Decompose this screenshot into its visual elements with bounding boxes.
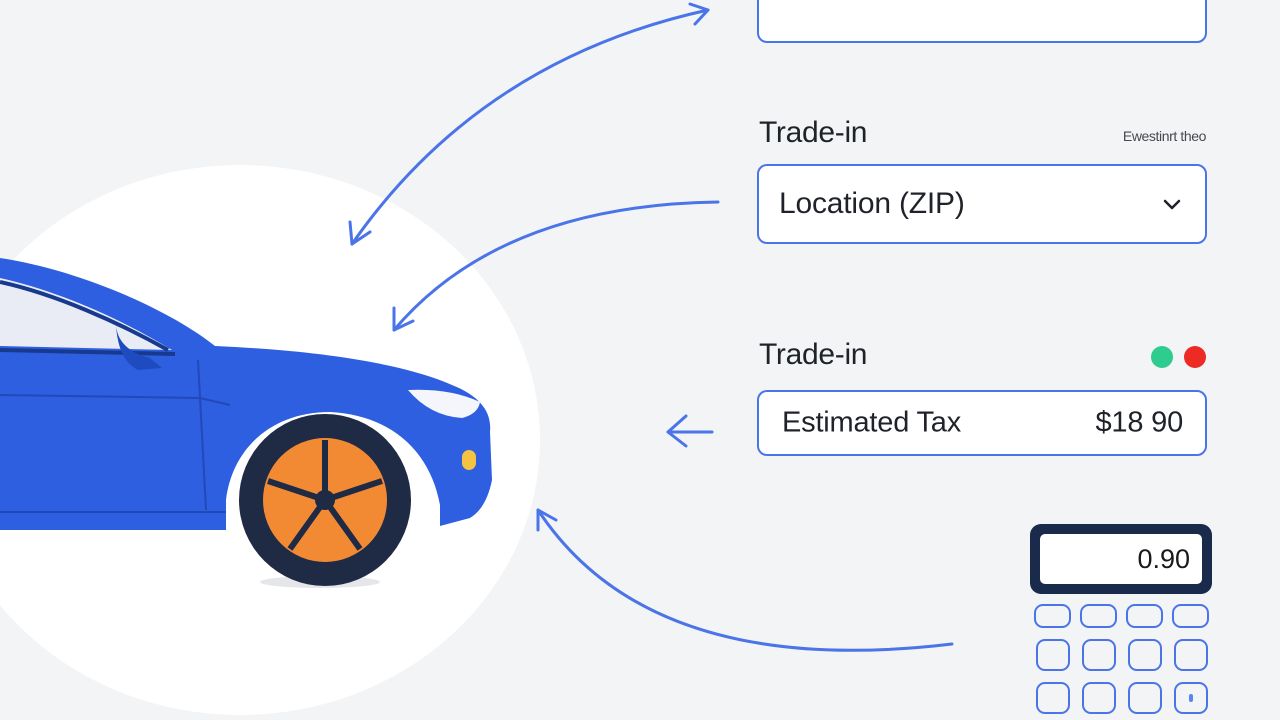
arrow-top-curve [350, 8, 710, 246]
calculator-key[interactable] [1080, 604, 1117, 628]
wheel-hub [315, 490, 335, 510]
arrow-tax-head [666, 414, 688, 448]
calculator-key[interactable] [1172, 604, 1209, 628]
calculator-key[interactable] [1174, 639, 1208, 671]
arrow-top-head-down [348, 220, 372, 246]
body-crease [0, 394, 231, 406]
estimated-tax-field[interactable]: Estimated Tax $18 90 [757, 390, 1207, 456]
calculator-key[interactable] [1036, 682, 1070, 714]
trade-in-heading-secondary: Trade-in [759, 338, 868, 371]
calculator-key[interactable] [1082, 682, 1116, 714]
side-mirror [116, 325, 162, 370]
location-zip-select[interactable]: Location (ZIP) [757, 164, 1207, 244]
window-sill [0, 348, 176, 356]
arrow-calculator-curve [536, 508, 954, 652]
trade-in-heading: Trade-in [759, 116, 868, 149]
turn-signal [462, 450, 476, 470]
calculator-key[interactable] [1128, 682, 1162, 714]
section-hint-text: Ewestinrt theo [1122, 128, 1207, 144]
headlight [408, 389, 480, 418]
calculator-display: 0.90 [1040, 534, 1202, 584]
estimated-tax-value: $18 90 [1095, 406, 1184, 439]
calculator-key[interactable] [1082, 639, 1116, 671]
chevron-down-icon[interactable] [1161, 197, 1183, 211]
key-indicator-icon [1189, 694, 1193, 702]
calculator-key[interactable] [1034, 604, 1071, 628]
green-status-dot [1151, 346, 1173, 368]
arrow-location-curve [392, 200, 720, 332]
arrow-location-head [392, 306, 415, 332]
car-illustration [0, 258, 492, 588]
arrow-top-head-up [688, 2, 710, 26]
calculator-screen: 0.90 [1030, 524, 1212, 594]
top-input-field[interactable] [757, 0, 1207, 43]
flow-arrows [348, 2, 954, 652]
red-status-dot [1184, 346, 1206, 368]
calculator-key[interactable] [1126, 604, 1163, 628]
location-zip-label: Location (ZIP) [779, 187, 965, 220]
calculator-key[interactable] [1036, 639, 1070, 671]
calculator-key[interactable] [1128, 639, 1162, 671]
door-line [197, 359, 207, 511]
window-trim [0, 280, 169, 352]
estimated-tax-label: Estimated Tax [782, 406, 962, 439]
calculator-key[interactable] [1174, 682, 1208, 714]
arrow-calculator-head [536, 508, 558, 532]
